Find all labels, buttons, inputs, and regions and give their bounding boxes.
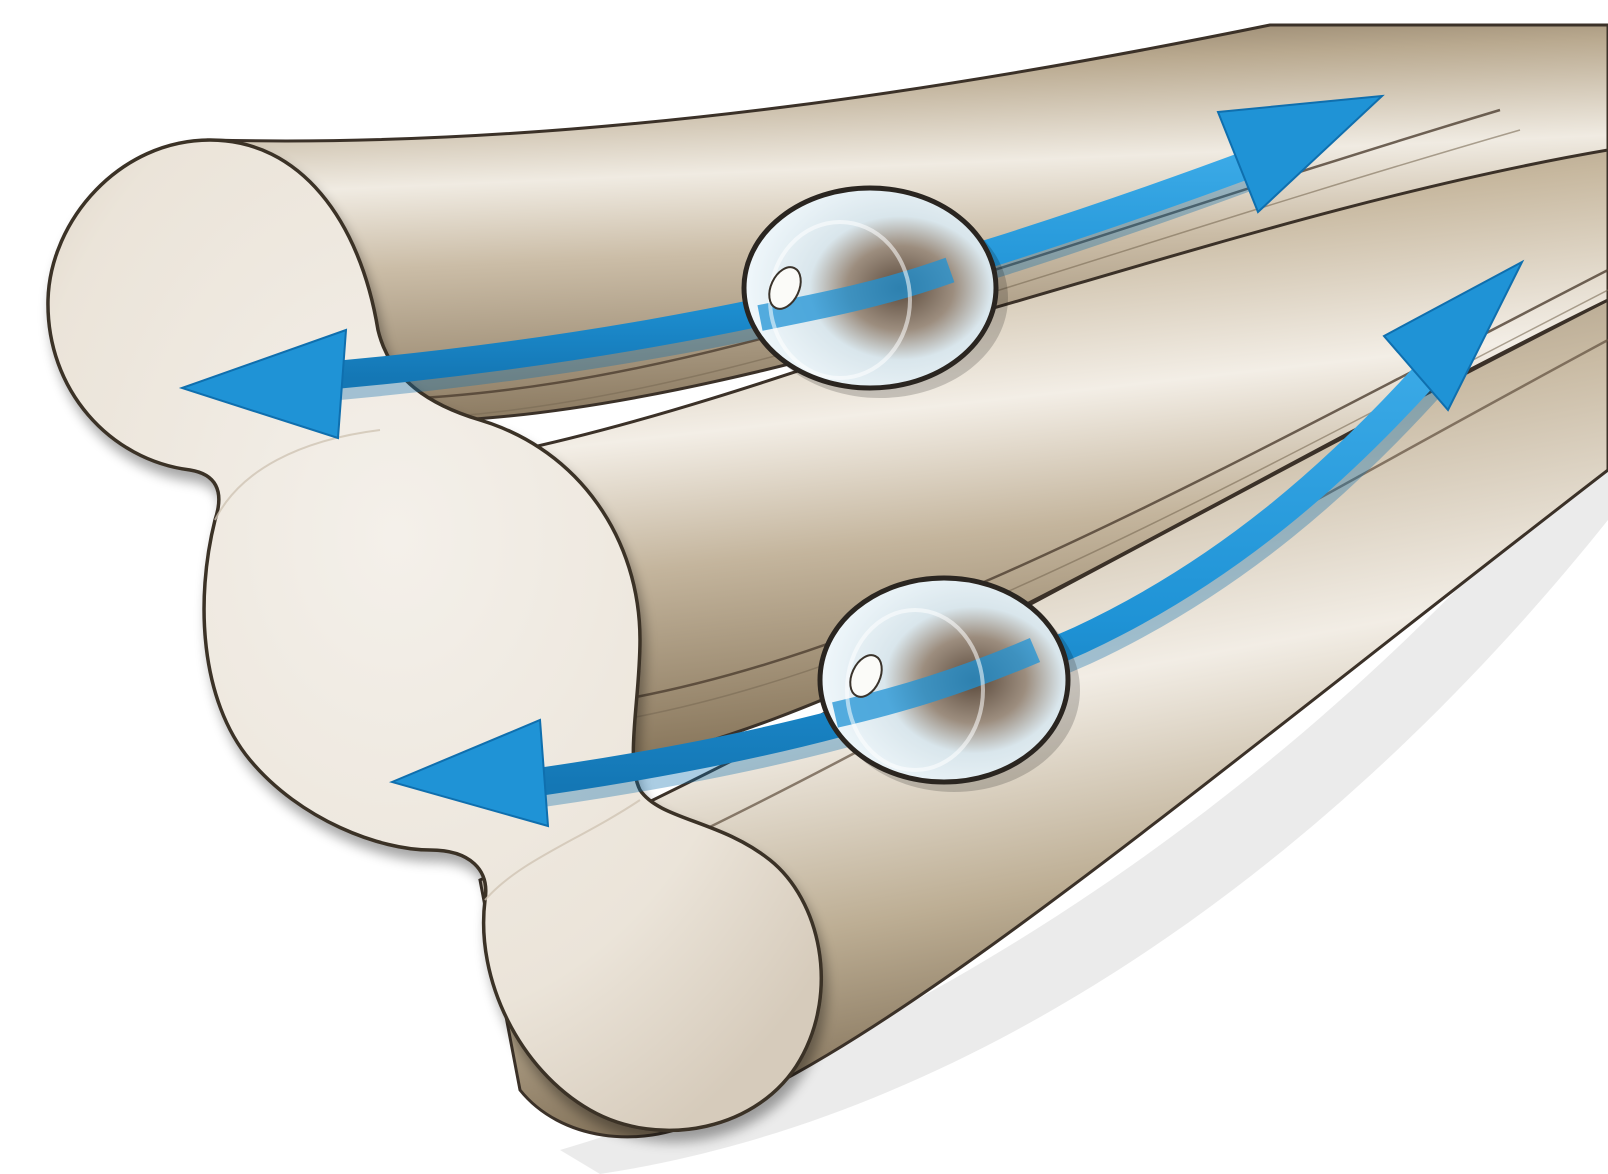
illustration-canvas: [0, 0, 1608, 1174]
transport-tube-illustration: [0, 0, 1608, 1174]
